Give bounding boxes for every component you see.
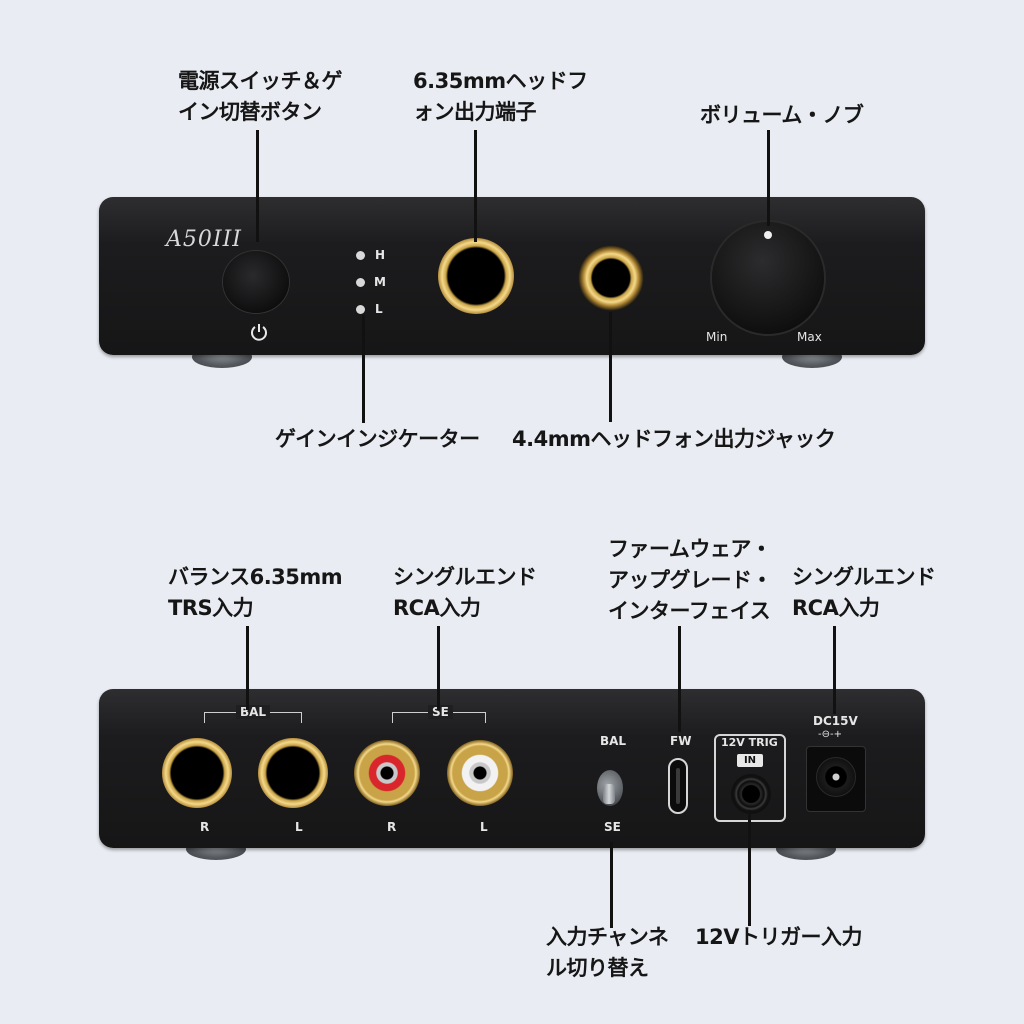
callout-line-gain [362, 315, 365, 423]
trigger-jack[interactable] [731, 774, 771, 814]
switch-lever [603, 784, 615, 804]
jack-635-output[interactable] [438, 238, 514, 314]
callout-input-switch: 入力チャンネル切り替え [546, 925, 669, 980]
bal-jack-l-label: L [295, 820, 303, 834]
gain-led-l [356, 305, 365, 314]
trigger-label: 12V TRIG [721, 736, 778, 749]
power-gain-button[interactable] [223, 251, 289, 313]
callout-firmware: ファームウェア・アップグレード・インターフェイス [608, 537, 773, 623]
callout-trigger-input: 12Vトリガー入力 [695, 925, 862, 949]
bal-group-label: BAL [236, 705, 271, 719]
bal-jack-l[interactable] [258, 738, 328, 808]
callout-jack-635: 6.35mmヘッドフォン出力端子 [413, 69, 588, 124]
callout-line-switch [610, 842, 613, 928]
rca-jack-l[interactable] [447, 740, 513, 806]
switch-bal-label: BAL [600, 734, 627, 748]
gain-label-h: H [375, 248, 386, 262]
gain-led-m [356, 278, 365, 287]
gain-led-h [356, 251, 365, 260]
volume-min-label: Min [706, 330, 728, 344]
se-group-label: SE [428, 705, 453, 719]
callout-line-fw [678, 626, 681, 732]
volume-indicator-dot [764, 231, 772, 239]
callout-line-bal [246, 626, 249, 710]
callout-power-gain: 電源スイッチ＆ゲイン切替ボタン [178, 69, 343, 124]
volume-max-label: Max [797, 330, 822, 344]
callout-line-635 [474, 130, 477, 242]
callout-line-dc [833, 626, 836, 714]
bal-jack-r-label: R [200, 820, 210, 834]
volume-knob[interactable] [712, 222, 824, 334]
bal-jack-r[interactable] [162, 738, 232, 808]
callout-line-power [256, 130, 259, 242]
gain-label-m: M [374, 275, 386, 289]
dc-label: DC15V [813, 714, 858, 728]
callout-line-volume [767, 130, 770, 226]
dc-input-barrel [816, 757, 856, 797]
switch-se-label: SE [604, 820, 621, 834]
gain-label-l: L [375, 302, 383, 316]
rca-jack-r-label: R [387, 820, 397, 834]
callout-volume: ボリューム・ノブ [700, 103, 864, 127]
callout-line-44 [609, 312, 612, 422]
fw-label: FW [670, 734, 692, 748]
callout-line-se [437, 626, 440, 710]
rca-jack-r[interactable] [354, 740, 420, 806]
model-logo: A50III [166, 227, 242, 252]
jack-44-output[interactable] [578, 245, 644, 311]
callout-line-trigger [748, 810, 751, 926]
power-icon [251, 324, 267, 341]
trigger-in-badge: IN [737, 754, 763, 767]
callout-gain-indicator: ゲインインジケーター [275, 427, 480, 451]
rca-jack-l-label: L [480, 820, 488, 834]
callout-jack-44: 4.4mmヘッドフォン出力ジャック [512, 427, 836, 451]
dc-polarity: -⊖-+ [818, 729, 842, 740]
usb-c-tongue [676, 768, 680, 804]
